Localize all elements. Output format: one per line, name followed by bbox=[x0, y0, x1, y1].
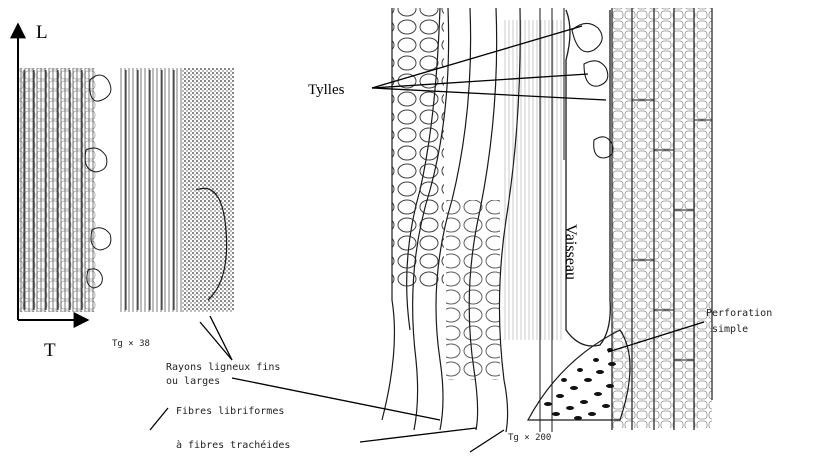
label-fibres-line1: Fibres libriformes bbox=[176, 406, 284, 417]
tyloses bbox=[572, 23, 613, 158]
left-tangential-section bbox=[18, 68, 234, 312]
axis-label-t: T bbox=[44, 340, 56, 361]
label-rayons-line2: ou larges bbox=[166, 376, 220, 387]
leader-fibres-1 bbox=[150, 408, 168, 430]
right-high-magnification-section bbox=[382, 8, 712, 432]
left-section-dense-ray bbox=[182, 68, 234, 312]
label-vaisseau: Vaisseau bbox=[562, 224, 579, 280]
label-perforation-line2: simple bbox=[712, 324, 748, 335]
leader-fibres-2 bbox=[360, 428, 476, 442]
perforation-dots bbox=[544, 348, 616, 420]
label-magnification-left: Tg × 38 bbox=[112, 339, 150, 349]
label-fibres-line2: à fibres trachéides bbox=[176, 439, 290, 451]
label-perforation-line1: Perforation bbox=[706, 308, 772, 319]
label-tylles: Tylles bbox=[308, 82, 345, 98]
label-rayons-line1: Rayons ligneux fins bbox=[166, 362, 280, 373]
label-magnification-right: Tg × 200 bbox=[508, 433, 551, 443]
vessel-outline bbox=[566, 10, 610, 346]
leader-magnification-right bbox=[470, 430, 504, 452]
axis-label-l: L bbox=[36, 22, 48, 43]
